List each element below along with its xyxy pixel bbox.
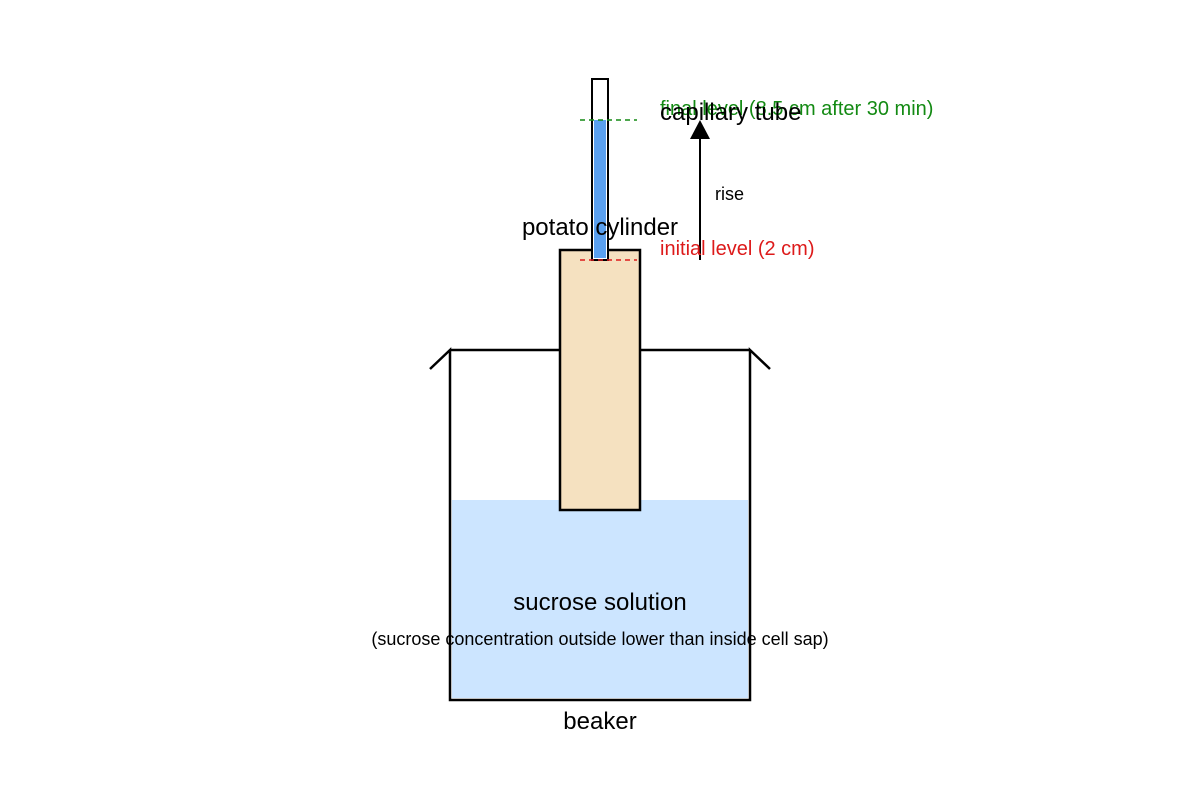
capillary-tube-liquid: [594, 120, 606, 258]
sucrose-solution-label: sucrose solution: [513, 589, 686, 616]
capillary-tube-label: capillary tube: [660, 99, 801, 126]
beaker-outline: [429, 347, 771, 702]
rise-arrow-head: [690, 120, 710, 139]
sucrose-solution-fill: [452, 500, 748, 698]
potato-cylinder-label: potato cylinder: [522, 214, 678, 241]
initial-level-label: initial level (2 cm): [660, 238, 814, 260]
rise-label: rise: [715, 184, 744, 204]
final-level-label: final level (8.5 cm after 30 min): [660, 98, 933, 120]
potato-cylinder: [558, 248, 642, 512]
concentration-note-label: (sucrose concentration outside lower tha…: [371, 629, 828, 649]
beaker-label: beaker: [563, 708, 636, 735]
